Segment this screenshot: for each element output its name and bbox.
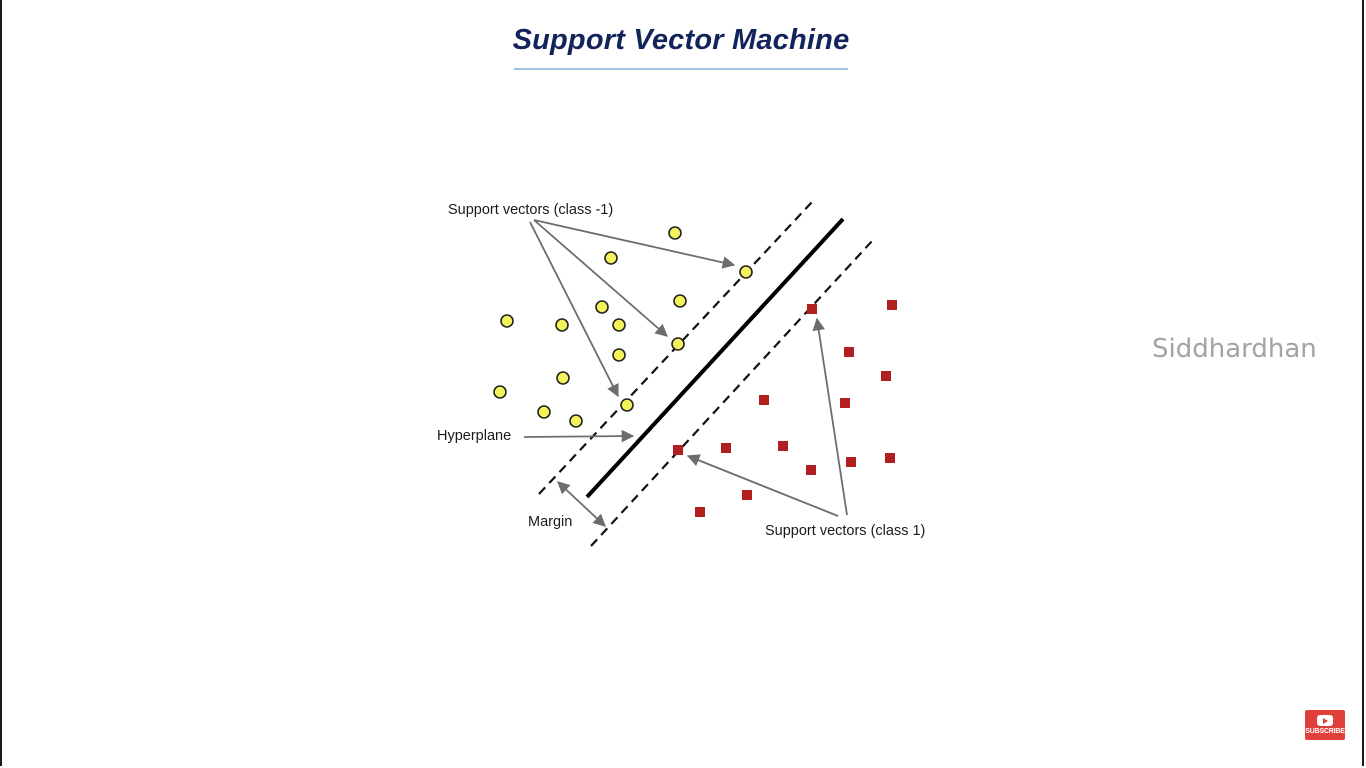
class-positive-point: [885, 453, 895, 463]
slide-title: Support Vector Machine: [512, 24, 850, 56]
class-positive-point: [778, 441, 788, 451]
class-positive-point: [840, 398, 850, 408]
class-positive-point: [721, 443, 731, 453]
support-vector-positive: [673, 445, 683, 455]
class-positive-point: [887, 300, 897, 310]
class-negative-points: [493, 226, 753, 428]
margin-boundary-positive: [590, 239, 874, 547]
support-vector-negative: [671, 337, 685, 351]
class-negative-point: [668, 226, 682, 240]
arrow-to-support-vector-pos-2: [812, 317, 848, 516]
class-negative-point: [604, 251, 618, 265]
class-negative-point: [493, 385, 507, 399]
class-positive-points: [673, 300, 897, 517]
class-positive-point: [759, 395, 769, 405]
youtube-play-icon: [1317, 715, 1333, 726]
arrow-to-support-vector-neg-1: [533, 219, 736, 269]
support-vector-negative: [739, 265, 753, 279]
class-positive-point: [806, 465, 816, 475]
class-positive-point: [695, 507, 705, 517]
class-negative-point: [612, 348, 626, 362]
support-vector-positive: [807, 304, 817, 314]
subscribe-button[interactable]: SUBSCRIBE: [1305, 710, 1345, 740]
class-positive-point: [846, 457, 856, 467]
class-positive-point: [844, 347, 854, 357]
title-underline: [514, 68, 848, 70]
label-hyperplane: Hyperplane: [437, 428, 511, 444]
class-negative-point: [569, 414, 583, 428]
arrow-to-hyperplane: [523, 429, 635, 443]
class-negative-point: [555, 318, 569, 332]
class-negative-point: [556, 371, 570, 385]
class-positive-point: [881, 371, 891, 381]
label-support-vectors-positive: Support vectors (class 1): [765, 523, 925, 539]
arrow-margin: [557, 481, 606, 527]
class-negative-point: [595, 300, 609, 314]
watermark-text: Siddhardhan: [1152, 334, 1317, 364]
support-vector-negative: [620, 398, 634, 412]
label-support-vectors-negative: Support vectors (class -1): [448, 202, 613, 218]
arrow-to-support-vector-neg-3: [529, 221, 619, 398]
class-negative-point: [500, 314, 514, 328]
label-margin: Margin: [528, 514, 572, 530]
hyperplane-line: [585, 217, 845, 499]
class-positive-point: [742, 490, 752, 500]
subscribe-label: SUBSCRIBE: [1305, 728, 1345, 735]
class-negative-point: [673, 294, 687, 308]
arrow-to-support-vector-pos-1: [686, 454, 839, 517]
class-negative-point: [612, 318, 626, 332]
annotation-arrows: [523, 219, 848, 527]
class-negative-point: [537, 405, 551, 419]
arrow-to-support-vector-neg-2: [533, 219, 668, 337]
